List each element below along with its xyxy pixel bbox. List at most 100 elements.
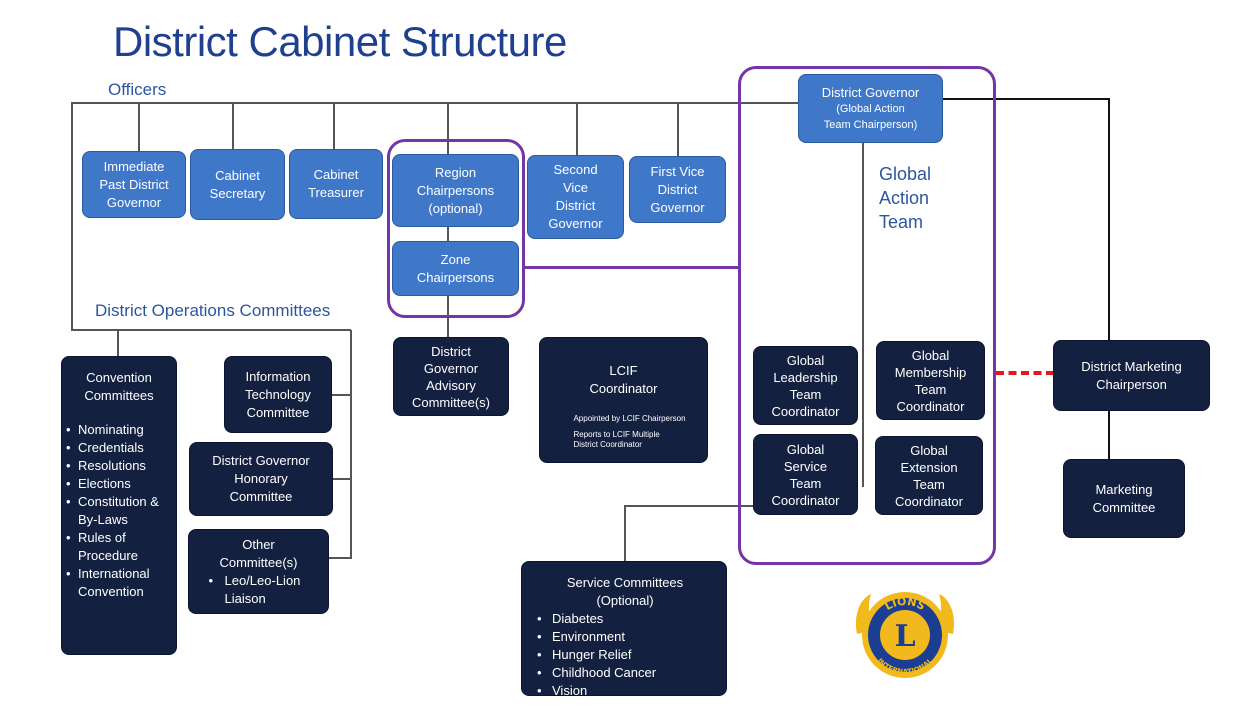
- note-line: Reports to LCIF Multiple: [573, 430, 660, 439]
- lcif-coordinator-box[interactable]: LCIF Coordinator Appointed by LCIF Chair…: [539, 337, 708, 463]
- global-action-team-label: Global Action Team: [879, 162, 931, 234]
- box-label-line: Coordinator: [896, 398, 965, 414]
- list-item: Elections: [66, 475, 172, 493]
- information-technology-committee-box[interactable]: Information Technology Committee: [224, 356, 332, 433]
- lcif-content: LCIF Coordinator Appointed by LCIF Chair…: [561, 362, 685, 450]
- district-governor-advisory-committee-box[interactable]: District Governor Advisory Committee(s): [393, 337, 509, 416]
- operations-right-line: [350, 330, 352, 559]
- region-connector: [447, 103, 449, 154]
- box-sublabel-line: Team Chairperson): [823, 118, 918, 131]
- box-label-line: Chairpersons: [416, 182, 495, 198]
- list-item: Diabetes: [537, 610, 713, 628]
- zone-gat-link: [523, 266, 740, 269]
- box-label-line: Honorary: [234, 471, 288, 486]
- officers-bus-line: [71, 102, 799, 104]
- region-zone-highlight: [387, 139, 525, 318]
- global-leadership-team-coordinator-box[interactable]: Global Leadership Team Coordinator: [753, 346, 858, 425]
- service-branch-v: [624, 505, 626, 561]
- logo-center-letter: L: [894, 619, 915, 654]
- box-label-line: (Optional): [596, 593, 654, 608]
- operations-bus-line: [71, 329, 351, 331]
- ipdg-connector: [138, 103, 140, 151]
- immediate-past-district-governor-box[interactable]: Immediate Past District Governor: [82, 151, 186, 218]
- box-label-line: Team: [789, 386, 822, 402]
- box-label-line: Committee: [246, 404, 310, 420]
- box-label-line: Past District: [99, 176, 169, 192]
- second-vdg-connector: [576, 103, 578, 155]
- left-vertical-line: [71, 102, 73, 331]
- convention-list: Nominating Credentials Resolutions Elect…: [66, 421, 172, 601]
- lcif-note-appointed: Appointed by LCIF Chairperson: [573, 414, 686, 423]
- gat-label-line: Team: [879, 212, 924, 232]
- box-label-line: Global: [786, 352, 825, 368]
- marketing-committee-box[interactable]: Marketing Committee: [1063, 459, 1185, 538]
- global-service-team-coordinator-box[interactable]: Global Service Team Coordinator: [753, 434, 858, 515]
- convention-connector: [117, 330, 119, 356]
- box-label-line: Coordinator: [589, 381, 658, 396]
- lions-international-logo-icon: LIONS INTERNATIONAL L: [855, 592, 955, 678]
- global-action-team-highlight: [738, 66, 996, 565]
- box-label-line: Service: [783, 458, 828, 474]
- convention-content: Convention Committees Nominating Credent…: [66, 369, 172, 601]
- other-list: Leo/Leo-Lion Liaison: [209, 572, 309, 608]
- marketing-bus-line: [943, 98, 1110, 100]
- cabinet-secretary-box[interactable]: Cabinet Secretary: [190, 149, 285, 220]
- box-label-line: Leadership: [773, 369, 838, 385]
- service-heading: Service Committees (Optional): [537, 574, 713, 610]
- box-label-line: Team: [913, 476, 945, 492]
- marketing-committee-connector: [1108, 411, 1110, 459]
- officers-label: Officers: [108, 80, 167, 99]
- list-item: Childhood Cancer: [537, 664, 713, 682]
- global-extension-team-coordinator-box[interactable]: Global Extension Team Coordinator: [875, 436, 983, 515]
- district-governor-honorary-committee-box[interactable]: District Governor Honorary Committee: [189, 442, 333, 516]
- box-label-line: Committee(s): [219, 554, 298, 570]
- list-item: Hunger Relief: [537, 646, 713, 664]
- service-committees-box[interactable]: Service Committees (Optional) Diabetes E…: [521, 561, 727, 700]
- region-zone-connector: [447, 227, 449, 241]
- box-label-line: First Vice: [650, 163, 705, 179]
- list-item: Resolutions: [66, 457, 172, 475]
- service-list: Diabetes Environment Hunger Relief Child…: [537, 610, 713, 700]
- cabinet-treasurer-box[interactable]: Cabinet Treasurer: [289, 149, 383, 219]
- gat-spine-line: [862, 143, 864, 487]
- box-label-line: Global: [911, 347, 950, 363]
- box-label-line: Immediate: [103, 158, 165, 174]
- district-governor-box[interactable]: District Governor (Global Action Team Ch…: [798, 74, 943, 143]
- box-label-line: District: [657, 181, 698, 197]
- box-label-line: Governor: [548, 216, 603, 231]
- logo-top-textpath: LIONS: [882, 595, 927, 613]
- global-membership-team-coordinator-box[interactable]: Global Membership Team Coordinator: [876, 341, 985, 420]
- secretary-connector: [232, 103, 234, 149]
- second-vice-district-governor-box[interactable]: Second Vice District Governor: [527, 155, 624, 239]
- box-label-line: Chairpersons: [416, 269, 495, 285]
- region-chairpersons-box[interactable]: Region Chairpersons (optional): [392, 154, 519, 227]
- convention-committees-box[interactable]: Convention Committees Nominating Credent…: [61, 356, 177, 655]
- box-label-line: Membership: [894, 364, 967, 380]
- box-label-line: District: [431, 343, 471, 359]
- box-label-line: Committees: [84, 388, 154, 403]
- box-label-line: LCIF: [609, 363, 638, 378]
- box-label-line: Extension: [900, 459, 958, 475]
- box-label-line: Coordinator: [895, 493, 963, 509]
- treasurer-connector: [333, 103, 335, 149]
- box-label-line: District Governor: [821, 84, 920, 100]
- first-vdg-connector: [677, 103, 679, 156]
- list-item: Environment: [537, 628, 713, 646]
- box-label-line: Chairperson: [1096, 376, 1167, 392]
- box-label-line: Coordinator: [771, 492, 840, 508]
- first-vice-district-governor-box[interactable]: First Vice District Governor: [629, 156, 726, 223]
- other-committees-box[interactable]: Other Committee(s) Leo/Leo-Lion Liaison: [188, 529, 329, 614]
- service-content: Service Committees (Optional) Diabetes E…: [537, 574, 713, 700]
- box-label-line: Other: [242, 536, 275, 552]
- box-label-line: Governor: [106, 194, 162, 210]
- box-label-line: Vice: [562, 180, 589, 195]
- logo-inner-disc: [880, 610, 930, 660]
- list-item: Constitution & By-Laws: [66, 493, 172, 529]
- zone-chairpersons-box[interactable]: Zone Chairpersons: [392, 241, 519, 296]
- box-label-line: Marketing: [1095, 481, 1153, 497]
- list-item: Credentials: [66, 439, 172, 457]
- district-marketing-chairperson-box[interactable]: District Marketing Chairperson: [1053, 340, 1210, 411]
- marketing-dashed-link: [996, 371, 1054, 375]
- box-label-line: Technology: [245, 386, 311, 402]
- gat-label-line: Action: [879, 188, 930, 208]
